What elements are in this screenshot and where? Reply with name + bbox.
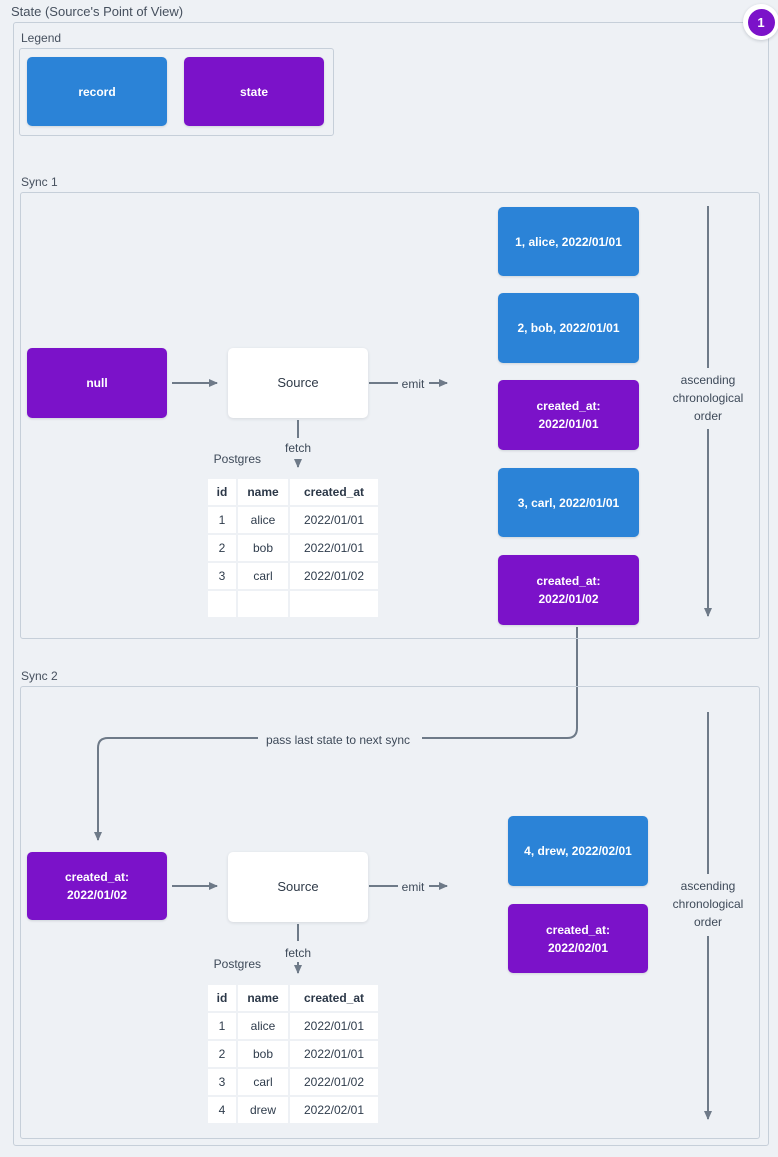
col-header-created-at: created_at — [290, 479, 378, 505]
pass-state-label: pass last state to next sync — [265, 733, 411, 747]
sync1-source-node: Source — [228, 348, 368, 418]
table-row: 4 drew 2022/02/01 — [208, 1097, 378, 1123]
legend-label: Legend — [21, 31, 62, 45]
emitted-record-node: 3, carl, 2022/01/01 — [498, 468, 639, 537]
emitted-state-node: created_at: 2022/02/01 — [508, 904, 648, 973]
legend-panel — [19, 48, 334, 136]
cell-id: 1 — [208, 1013, 236, 1039]
step-badge: 1 — [743, 4, 778, 40]
col-header-id: id — [208, 479, 236, 505]
cell-created-at: 2022/01/01 — [290, 535, 378, 561]
cell-created-at: 2022/02/01 — [290, 1097, 378, 1123]
sync1-postgres-label: Postgres — [213, 452, 261, 466]
sync1-postgres-table: id name created_at 1 alice 2022/01/01 2 … — [206, 477, 380, 619]
cell-id: 3 — [208, 563, 236, 589]
sync2-panel — [20, 686, 760, 1139]
cell-name — [238, 591, 288, 617]
sync2-source-node: Source — [228, 852, 368, 922]
sync1-input-state-node: null — [27, 348, 167, 418]
emitted-record-node: 4, drew, 2022/02/01 — [508, 816, 648, 886]
cell-id: 1 — [208, 507, 236, 533]
table-header-row: id name created_at — [208, 985, 378, 1011]
cell-id: 2 — [208, 535, 236, 561]
table-row: 1 alice 2022/01/01 — [208, 507, 378, 533]
table-row: 1 alice 2022/01/01 — [208, 1013, 378, 1039]
table-row: 3 carl 2022/01/02 — [208, 563, 378, 589]
sync2-label: Sync 2 — [21, 669, 58, 683]
cell-name: bob — [238, 535, 288, 561]
cell-id: 3 — [208, 1069, 236, 1095]
legend-state-swatch: state — [184, 57, 324, 126]
cell-created-at — [290, 591, 378, 617]
cell-name: alice — [238, 507, 288, 533]
page-title: State (Source's Point of View) — [11, 4, 184, 19]
sync2-order-note: ascending chronological order — [672, 879, 744, 929]
cell-created-at: 2022/01/01 — [290, 1041, 378, 1067]
table-row: 2 bob 2022/01/01 — [208, 1041, 378, 1067]
legend-record-swatch: record — [27, 57, 167, 126]
sync2-emit-label: emit — [401, 880, 425, 894]
col-header-name: name — [238, 985, 288, 1011]
sync1-panel — [20, 192, 760, 639]
col-header-created-at: created_at — [290, 985, 378, 1011]
sync1-fetch-label: fetch — [284, 441, 311, 455]
cell-created-at: 2022/01/02 — [290, 563, 378, 589]
emitted-state-node: created_at: 2022/01/02 — [498, 555, 639, 625]
emitted-state-node: created_at: 2022/01/01 — [498, 380, 639, 450]
cell-created-at: 2022/01/01 — [290, 507, 378, 533]
step-badge-number: 1 — [747, 8, 775, 36]
sync1-label: Sync 1 — [21, 175, 58, 189]
table-row: 3 carl 2022/01/02 — [208, 1069, 378, 1095]
state-pov-panel — [13, 22, 769, 1146]
cell-name: carl — [238, 1069, 288, 1095]
col-header-id: id — [208, 985, 236, 1011]
cell-id: 4 — [208, 1097, 236, 1123]
table-row-empty — [208, 591, 378, 617]
sync1-order-note: ascending chronological order — [672, 373, 744, 423]
sync2-input-state-node: created_at: 2022/01/02 — [27, 852, 167, 920]
sync2-postgres-table: id name created_at 1 alice 2022/01/01 2 … — [206, 983, 380, 1125]
cell-id — [208, 591, 236, 617]
table-row: 2 bob 2022/01/01 — [208, 535, 378, 561]
sync1-emit-label: emit — [401, 377, 425, 391]
col-header-name: name — [238, 479, 288, 505]
emitted-record-node: 2, bob, 2022/01/01 — [498, 293, 639, 363]
cell-name: carl — [238, 563, 288, 589]
cell-name: drew — [238, 1097, 288, 1123]
cell-created-at: 2022/01/02 — [290, 1069, 378, 1095]
sync2-fetch-label: fetch — [284, 946, 311, 960]
emitted-record-node: 1, alice, 2022/01/01 — [498, 207, 639, 276]
cell-id: 2 — [208, 1041, 236, 1067]
cell-name: alice — [238, 1013, 288, 1039]
cell-name: bob — [238, 1041, 288, 1067]
table-header-row: id name created_at — [208, 479, 378, 505]
sync2-postgres-label: Postgres — [213, 957, 261, 971]
cell-created-at: 2022/01/01 — [290, 1013, 378, 1039]
